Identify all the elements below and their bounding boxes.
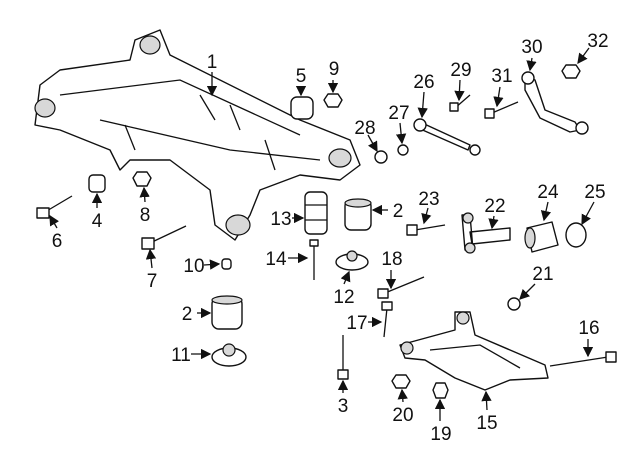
label-30: 30 <box>521 37 542 58</box>
arm-26 <box>413 118 481 156</box>
label-11: 11 <box>171 345 191 366</box>
nut-21 <box>507 297 521 311</box>
bolt-31 <box>484 101 519 119</box>
label-17: 17 <box>346 313 367 334</box>
ring-25 <box>565 222 587 248</box>
label-9: 9 <box>329 59 340 80</box>
bolt-17 <box>381 301 393 338</box>
label-22: 22 <box>484 196 505 217</box>
control-arm-15 <box>399 311 549 391</box>
label-18: 18 <box>381 249 402 270</box>
label-7: 7 <box>147 271 158 292</box>
label-25: 25 <box>584 182 605 203</box>
bushing-2-lower <box>211 295 243 330</box>
label-31: 31 <box>491 66 512 87</box>
bolt-29 <box>449 94 471 112</box>
nut-32 <box>561 64 581 79</box>
bolt-18 <box>377 276 425 299</box>
label-2-lower: 2 <box>182 304 193 325</box>
label-24: 24 <box>537 182 559 203</box>
label-27: 27 <box>388 103 409 124</box>
mount-12 <box>335 250 369 271</box>
label-3: 3 <box>338 396 349 417</box>
label-26: 26 <box>413 72 434 93</box>
bolt-23 <box>406 224 446 236</box>
label-32: 32 <box>587 31 608 52</box>
part-labels: 1 5 9 26 29 30 31 32 28 27 2 13 23 22 24… <box>52 31 609 445</box>
nut-19 <box>432 382 449 399</box>
bolt-3 <box>337 335 349 380</box>
label-1: 1 <box>207 52 218 73</box>
nut-4 <box>88 174 106 193</box>
label-16: 16 <box>578 318 599 339</box>
nut-8 <box>132 171 152 187</box>
label-6: 6 <box>52 231 63 252</box>
arm-30 <box>521 71 589 135</box>
label-20: 20 <box>392 405 413 426</box>
label-29: 29 <box>450 60 471 81</box>
mount-11 <box>211 343 247 367</box>
label-28: 28 <box>354 118 375 139</box>
label-13: 13 <box>270 209 291 230</box>
label-12: 12 <box>333 287 354 308</box>
label-15: 15 <box>476 413 497 434</box>
bushing-5 <box>290 96 314 120</box>
bushing-13 <box>304 191 328 235</box>
label-19: 19 <box>430 424 451 445</box>
washer-27 <box>397 144 409 156</box>
nut-28 <box>374 150 388 164</box>
pin-10 <box>221 258 232 270</box>
subframe-part <box>34 29 361 241</box>
label-23: 23 <box>418 189 439 210</box>
label-10: 10 <box>183 256 204 277</box>
label-4: 4 <box>92 211 103 232</box>
bushing-2-upper <box>344 198 372 231</box>
bolt-6 <box>36 195 73 219</box>
bolt-14 <box>309 239 319 280</box>
leader-lines <box>49 47 595 421</box>
label-5: 5 <box>296 66 307 87</box>
label-21: 21 <box>532 264 553 285</box>
nut-20 <box>391 374 411 389</box>
nut-9 <box>323 93 343 108</box>
label-8: 8 <box>140 205 151 226</box>
label-14: 14 <box>265 249 287 270</box>
link-22 <box>461 212 511 254</box>
label-2-upper: 2 <box>393 201 404 222</box>
bolt-7 <box>141 225 187 250</box>
bolt-16 <box>549 351 617 367</box>
bushing-24 <box>524 221 559 253</box>
